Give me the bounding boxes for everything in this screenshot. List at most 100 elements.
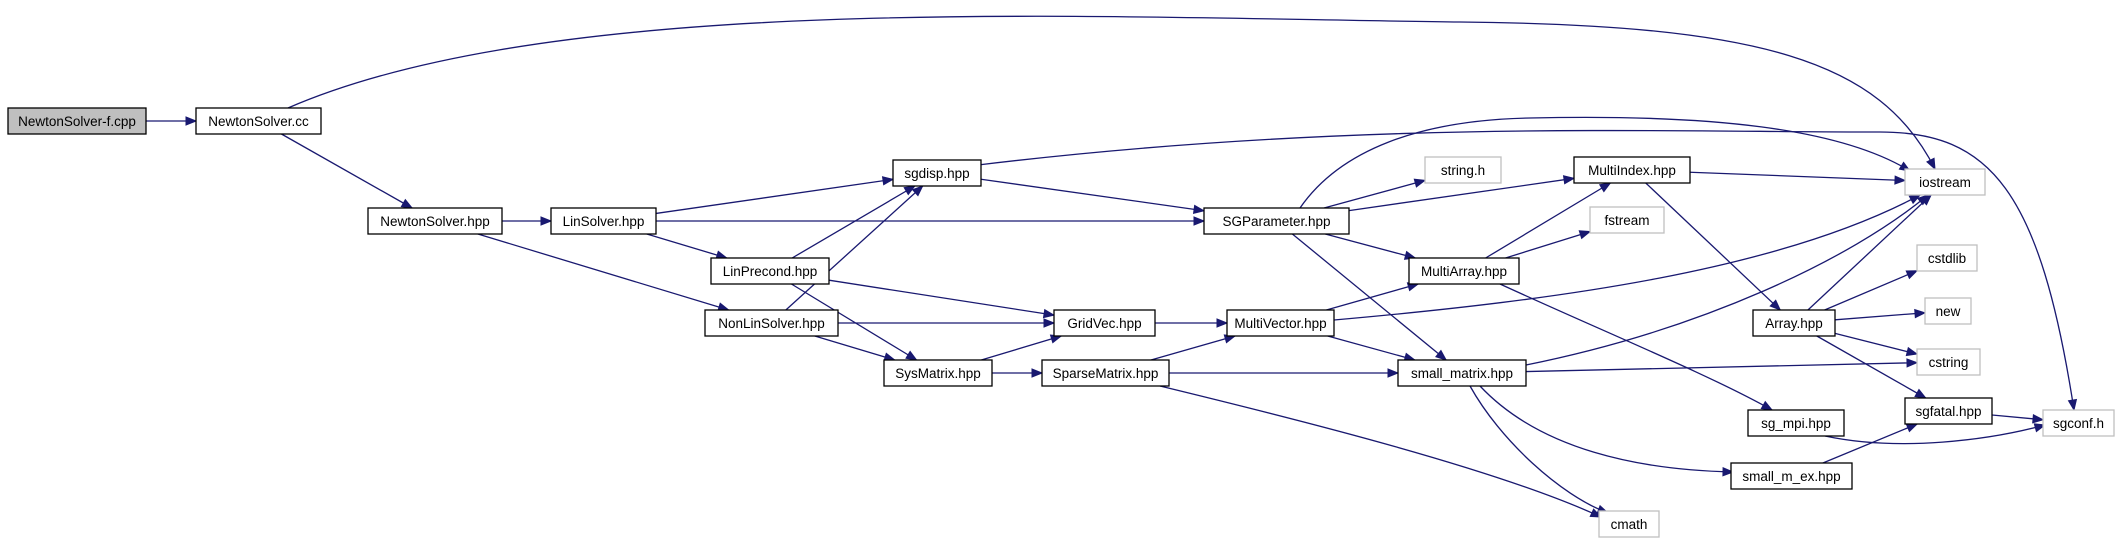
node-multiidx[interactable]: MultiIndex.hpp [1573, 156, 1691, 184]
edge-line [1824, 424, 2046, 445]
node-iostream: iostream [1904, 168, 1986, 196]
node-lin[interactable]: LinSolver.hpp [550, 207, 657, 235]
node-sgparam[interactable]: SGParameter.hpp [1203, 207, 1350, 235]
node-label: sg_mpi.hpp [1761, 416, 1831, 431]
edge-line [1645, 182, 1781, 311]
node-box [1203, 207, 1350, 235]
node-label: NewtonSolver.cc [208, 114, 309, 129]
edge-line [477, 233, 729, 311]
node-smallex[interactable]: small_m_ex.hpp [1730, 462, 1853, 490]
edge-arrowhead [1906, 358, 1919, 368]
edge-sgparam-to-smallm [1291, 233, 1448, 361]
node-label: new [1936, 304, 1961, 319]
edge-multiidx-to-iostream [1689, 171, 1907, 185]
edge-arrowhead [1722, 467, 1735, 477]
node-nonlin[interactable]: NonLinSolver.hpp [704, 309, 839, 337]
edge-line [791, 185, 916, 259]
edge-smallm-to-cstring [1525, 358, 1919, 373]
node-new: new [1924, 297, 1972, 325]
edge-nscc-to-nshpp [281, 133, 414, 209]
node-label: MultiVector.hpp [1234, 316, 1326, 331]
edge-arrowhead [185, 116, 198, 126]
edge-arrowhead [1926, 157, 1936, 171]
edge-arrowhead [1760, 400, 1774, 411]
edge-multivec-to-smallm [1327, 335, 1417, 362]
node-cstdlib: cstdlib [1916, 244, 1978, 272]
edge-sgdisp-to-sgparam [980, 178, 1206, 214]
edge-nshpp-to-lin [502, 216, 553, 226]
node-linpre[interactable]: LinPrecond.hpp [710, 257, 830, 285]
node-box [1598, 510, 1660, 538]
node-box [550, 207, 657, 235]
node-smallm[interactable]: small_matrix.hpp [1397, 359, 1527, 387]
edge-arrowhead [881, 176, 895, 186]
edge-arrowhead [1413, 178, 1427, 188]
edge-arrowhead [1769, 299, 1782, 311]
node-nsf[interactable]: NewtonSolver-f.cpp [7, 107, 147, 135]
edge-line [1291, 233, 1447, 361]
edge-sysm-to-sparse [992, 368, 1044, 378]
node-label: GridVec.hpp [1067, 316, 1141, 331]
edge-line [1323, 179, 1426, 209]
node-box [883, 359, 993, 387]
node-label: SparseMatrix.hpp [1053, 366, 1159, 381]
edge-nonlin-to-sysm [814, 335, 896, 362]
edge-linpre-to-sgdisp [791, 185, 917, 259]
edge-arrowhead [1216, 318, 1229, 328]
edge-arrowhead [905, 350, 918, 361]
edge-line [785, 185, 924, 311]
node-box [1589, 206, 1665, 234]
node-label: NewtonSolver.hpp [380, 214, 490, 229]
node-sgfatal[interactable]: sgfatal.hpp [1904, 397, 1993, 425]
edge-lin-to-sgdisp [655, 176, 895, 215]
edge-line [646, 233, 727, 259]
node-multivec[interactable]: MultiVector.hpp [1226, 309, 1335, 337]
edge-line [1159, 385, 1602, 518]
edge-line [1326, 283, 1419, 311]
node-sysm[interactable]: SysMatrix.hpp [883, 359, 993, 387]
node-label: SGParameter.hpp [1222, 214, 1330, 229]
edge-sgparam-to-string [1323, 178, 1427, 209]
edge-arrowhead [1905, 270, 1919, 280]
node-multiarr[interactable]: MultiArray.hpp [1408, 257, 1520, 285]
edge-line [1689, 171, 1906, 182]
edge-arrowhead [1193, 216, 1206, 226]
node-gridvec[interactable]: GridVec.hpp [1053, 309, 1156, 337]
node-box [1904, 397, 1993, 425]
node-box [1053, 309, 1156, 337]
edge-arrowhead [1578, 230, 1592, 240]
edge-line [1525, 362, 1918, 373]
node-box [892, 159, 982, 187]
node-nshpp[interactable]: NewtonSolver.hpp [367, 207, 503, 235]
edge-arrowhead [1905, 423, 1919, 433]
edge-array-to-new [1834, 308, 1927, 321]
edge-line [814, 335, 895, 361]
node-box [1397, 359, 1527, 387]
edge-line [1525, 194, 1929, 366]
node-label: MultiIndex.hpp [1588, 163, 1676, 178]
edge-sgparam-to-multiarr [1325, 233, 1417, 260]
edge-sparse-to-smallm [1169, 368, 1400, 378]
node-sgdisp[interactable]: sgdisp.hpp [892, 159, 982, 187]
node-box [1424, 156, 1502, 184]
node-label: SysMatrix.hpp [895, 366, 981, 381]
node-nscc[interactable]: NewtonSolver.cc [195, 107, 322, 135]
edge-line [791, 283, 917, 361]
edge-line [980, 178, 1205, 212]
node-label: string.h [1441, 163, 1485, 178]
edge-line [281, 133, 413, 209]
node-sgmpi[interactable]: sg_mpi.hpp [1747, 409, 1845, 437]
edge-sysm-to-gridvec [981, 334, 1063, 361]
node-sparse[interactable]: SparseMatrix.hpp [1041, 359, 1170, 387]
node-box [195, 107, 322, 135]
edge-line [1807, 194, 1932, 311]
node-label: Array.hpp [1765, 316, 1823, 331]
edge-arrowhead [540, 216, 553, 226]
node-label: small_m_ex.hpp [1742, 469, 1840, 484]
node-label: small_matrix.hpp [1411, 366, 1513, 381]
edge-arrowhead [1914, 388, 1927, 399]
edge-arrowhead [1042, 308, 1056, 319]
node-array[interactable]: Array.hpp [1752, 309, 1836, 337]
node-sgconf: sgconf.h [2042, 409, 2115, 437]
edge-smallm-to-smallex [1479, 385, 1735, 477]
